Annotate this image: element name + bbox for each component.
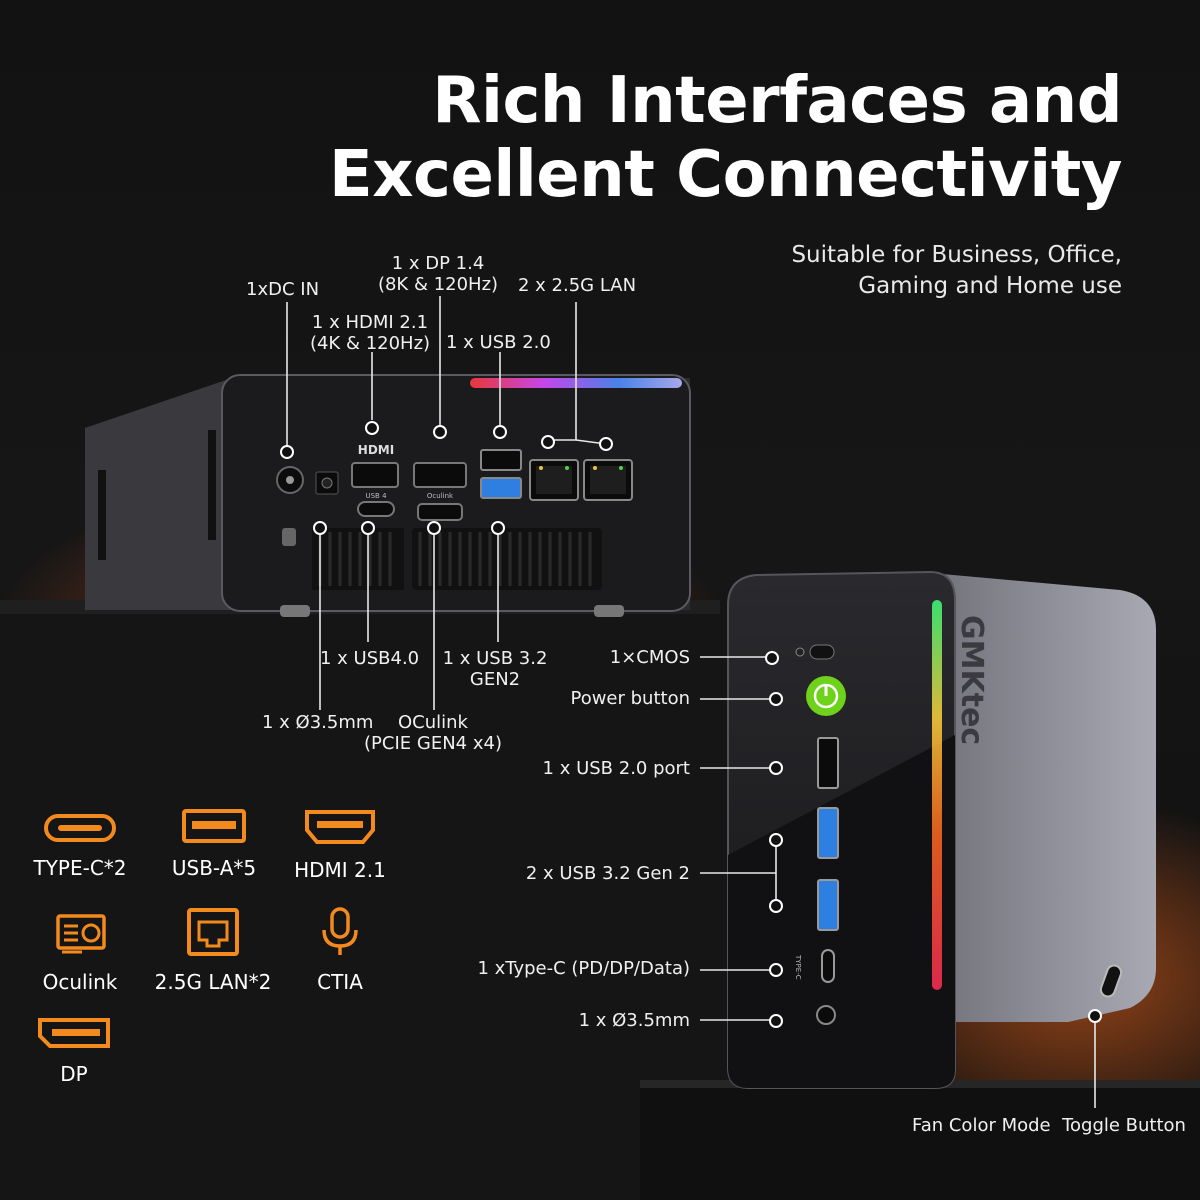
legend-label: 2.5G LAN*2 [154,970,272,994]
front-callout-dots [765,651,1102,1028]
usb-a-port-icon [182,809,246,843]
legend-item: HDMI 2.1 [288,808,392,882]
label-usb32-gen2: 2 x USB 3.2 Gen 2 [525,863,690,884]
front-leader-lines [700,656,1096,1108]
legend-item: USB-A*5 [162,808,266,880]
label-usb32-line-1: 1 x USB 3.2 [442,648,548,669]
label-oculink: OCulink (PCIE GEN4 x4) [360,712,506,754]
displayport-icon [38,1018,110,1048]
label-usb20-port: 1 x USB 2.0 port [542,758,690,779]
subheadline-line-1: Suitable for Business, Office, [791,242,1122,268]
label-lan: 2 x 2.5G LAN [518,275,637,296]
headline: Rich Interfaces and Excellent Connectivi… [329,64,1122,212]
legend-label: CTIA [317,970,363,994]
legend-item: Oculink [28,912,132,994]
label-dp: 1 x DP 1.4 (8K & 120Hz) [374,253,502,295]
label-typec: 1 xType-C (PD/DP/Data) [477,958,690,979]
label-hdmi-line-2: (4K & 120Hz) [309,333,431,354]
microphone-icon [322,907,358,955]
label-hdmi: 1 x HDMI 2.1 (4K & 120Hz) [306,312,434,354]
rear-usb4-mark: USB 4 [365,492,387,500]
label-usb20: 1 x USB 2.0 [446,332,551,353]
legend-item: CTIA [288,906,392,994]
label-fan-toggle: Fan Color Mode Toggle Button [912,1115,1186,1136]
label-oculink-line-1: OCulink [398,712,468,733]
label-usb40: 1 x USB4.0 [320,648,420,669]
rear-leader-lines [286,296,607,710]
legend-label: Oculink [42,970,118,994]
label-dc-in: 1xDC IN [246,279,320,300]
rear-hdmi-logo: HDMI [358,443,394,457]
mini-pc-rear [85,374,691,617]
label-cmos: 1×CMOS [609,647,690,668]
oculink-card-icon [56,914,106,954]
label-dp-line-1: 1 x DP 1.4 [391,253,485,274]
label-audio-front: 1 x Ø3.5mm [578,1010,690,1031]
label-usb32-line-2: GEN2 [469,669,521,690]
legend-item: DP [28,1016,120,1086]
legend-label: USB-A*5 [171,856,257,880]
rear-callout-dots [280,421,613,535]
subheadline-line-2: Gaming and Home use [858,273,1122,299]
brand-logo: GMKtec [954,615,989,745]
legend-label: HDMI 2.1 [294,858,386,882]
typec-port-mark: TYPE-C [794,954,802,980]
hdmi-port-icon [305,810,375,844]
headline-line-1: Rich Interfaces and [432,64,1122,138]
subheadline: Suitable for Business, Office, Gaming an… [791,240,1122,302]
rear-oculink-mark: Oculink [427,492,454,500]
label-oculink-line-2: (PCIE GEN4 x4) [364,733,502,754]
legend-item: TYPE-C*2 [28,812,132,880]
label-audio-rear: 1 x Ø3.5mm [262,712,374,733]
legend-item: 2.5G LAN*2 [150,906,276,994]
type-c-port-icon [44,814,116,842]
legend-label: DP [60,1062,88,1086]
label-power: Power button [570,688,690,709]
label-dp-line-2: (8K & 120Hz) [377,274,499,295]
label-hdmi-line-1: 1 x HDMI 2.1 [311,312,429,333]
label-usb32: 1 x USB 3.2 GEN2 [440,648,550,690]
headline-line-2: Excellent Connectivity [329,138,1122,212]
mini-pc-front [727,570,1156,1089]
lan-port-icon [187,908,239,956]
legend-label: TYPE-C*2 [33,856,127,880]
